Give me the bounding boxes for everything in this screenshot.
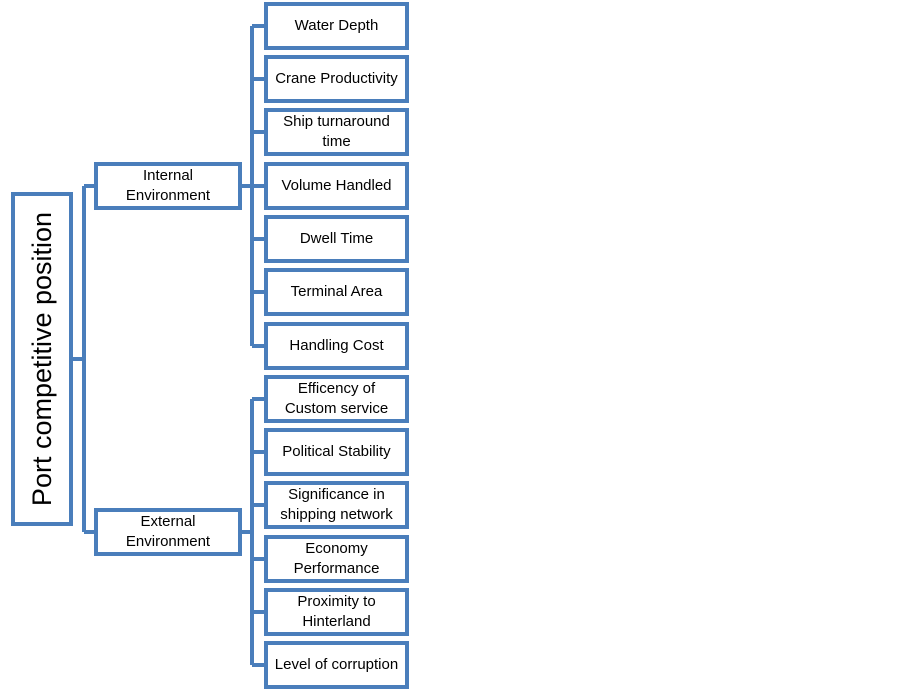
internal-environment-label: Internal Environment <box>125 167 211 204</box>
external-environment-node: External Environment <box>94 508 242 556</box>
leaf-custom-service-efficiency: Efficency of Custom service <box>264 375 409 423</box>
leaf-handling-cost: Handling Cost <box>264 322 409 370</box>
leaf-label: Significance in shipping network <box>280 486 393 523</box>
external-environment-label: External Environment <box>125 513 211 550</box>
leaf-label: Handling Cost <box>289 337 384 354</box>
leaf-label: Proximity to Hinterland <box>297 593 376 630</box>
leaf-terminal-area: Terminal Area <box>264 268 409 316</box>
internal-environment-node: Internal Environment <box>94 162 242 210</box>
leaf-label: Political Stability <box>282 443 391 460</box>
leaf-label: Ship turnaround time <box>283 113 390 150</box>
leaf-hinterland-proximity: Proximity to Hinterland <box>264 588 409 636</box>
leaf-label: Level of corruption <box>274 656 399 673</box>
leaf-corruption-level: Level of corruption <box>264 641 409 689</box>
leaf-water-depth: Water Depth <box>264 2 409 50</box>
leaf-label: Economy Performance <box>293 540 380 577</box>
leaf-label: Dwell Time <box>299 230 374 247</box>
leaf-economy-performance: Economy Performance <box>264 535 409 583</box>
leaf-label: Efficency of Custom service <box>284 380 389 417</box>
leaf-label: Volume Handled <box>281 177 392 194</box>
root-label: Port competitive position <box>27 211 58 507</box>
leaf-label: Terminal Area <box>290 283 383 300</box>
leaf-crane-productivity: Crane Productivity <box>264 55 409 103</box>
leaf-label: Crane Productivity <box>275 70 398 87</box>
leaf-volume-handled: Volume Handled <box>264 162 409 210</box>
leaf-ship-turnaround-time: Ship turnaround time <box>264 108 409 156</box>
root-node: Port competitive position <box>11 192 73 526</box>
leaf-label: Water Depth <box>294 17 379 34</box>
leaf-shipping-network-significance: Significance in shipping network <box>264 481 409 529</box>
leaf-dwell-time: Dwell Time <box>264 215 409 263</box>
leaf-political-stability: Political Stability <box>264 428 409 476</box>
